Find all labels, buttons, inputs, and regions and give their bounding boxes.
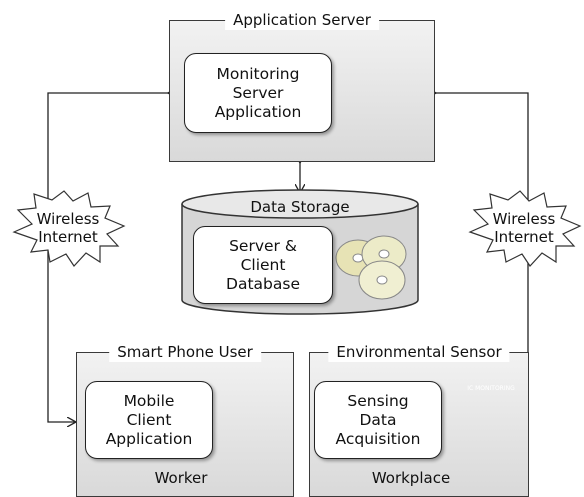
left-link-line-1: Wireless: [36, 210, 100, 228]
mobile-line-1: Mobile: [123, 391, 175, 410]
right-connector: [436, 93, 529, 422]
left-link-line-2: Internet: [38, 228, 98, 246]
database-line-3: Database: [226, 274, 300, 293]
application-server-title: Application Server: [225, 10, 379, 30]
database-line-2: Client: [240, 255, 286, 274]
database-box: Server & Client Database: [193, 226, 333, 304]
sensor-device-label: IC MONITORING: [467, 385, 515, 392]
environmental-sensor-title: Environmental Sensor: [328, 342, 510, 362]
monitoring-server-app-box: Monitoring Server Application: [184, 53, 332, 133]
cd-discs-icon: [335, 235, 407, 300]
monitoring-line-1: Monitoring: [216, 64, 300, 83]
mobile-client-app-box: Mobile Client Application: [85, 381, 213, 459]
wireless-internet-left-label: Wireless Internet: [23, 210, 113, 246]
right-link-line-2: Internet: [494, 228, 554, 246]
worker-caption: Worker: [154, 469, 208, 487]
database-line-1: Server &: [229, 236, 297, 255]
wireless-burst-left: [12, 190, 126, 267]
monitoring-line-2: Server: [232, 83, 284, 102]
smartphone-user-title: Smart Phone User: [109, 342, 261, 362]
monitoring-line-3: Application: [214, 102, 302, 121]
data-storage-title: Data Storage: [250, 198, 350, 216]
workplace-caption: Workplace: [371, 469, 451, 487]
wireless-internet-right-label: Wireless Internet: [479, 210, 569, 246]
left-connector: [47, 93, 168, 422]
sensing-line-3: Acquisition: [335, 429, 421, 448]
sensing-line-1: Sensing: [347, 391, 409, 410]
sensing-line-2: Data: [359, 410, 397, 429]
right-link-line-1: Wireless: [492, 210, 556, 228]
wireless-burst-right: [468, 190, 582, 267]
sensing-data-acq-box: Sensing Data Acquisition: [314, 381, 442, 459]
mobile-line-2: Client: [126, 410, 172, 429]
mobile-line-3: Application: [105, 429, 193, 448]
